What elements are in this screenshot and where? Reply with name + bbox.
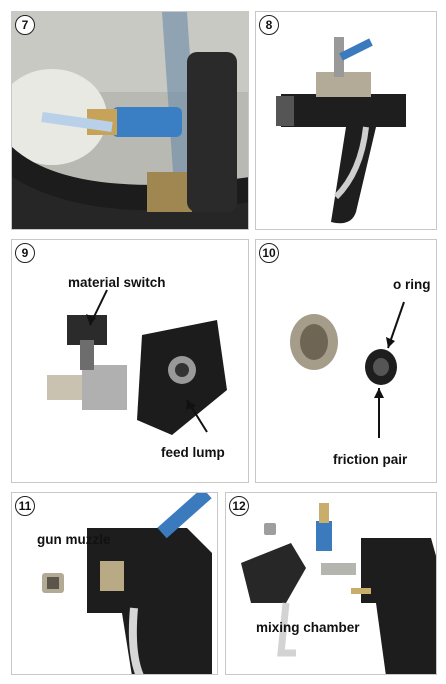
gun-muzzle-label: gun muzzle — [37, 532, 111, 547]
step-7-panel: 7 — [11, 11, 249, 230]
mixing-chamber-label: mixing chamber — [256, 620, 360, 635]
step-number-badge: 7 — [15, 15, 35, 35]
step-number-badge: 11 — [15, 496, 35, 516]
step-number-badge: 10 — [259, 243, 279, 263]
step-9-photo — [12, 240, 248, 482]
step-10-photo — [256, 240, 436, 482]
feed-lump-label: feed lump — [161, 445, 225, 460]
step-number-badge: 12 — [229, 496, 249, 516]
o-ring-label: o ring — [393, 277, 431, 292]
step-number-badge: 8 — [259, 15, 279, 35]
step-8-panel: 8 — [255, 11, 437, 230]
step-11-photo — [12, 493, 217, 674]
step-11-panel: 11 gun muzzle — [11, 492, 218, 675]
step-7-photo — [12, 12, 248, 229]
step-12-photo — [226, 493, 436, 674]
step-10-panel: 10 o ring friction pair — [255, 239, 437, 483]
material-switch-label: material switch — [68, 275, 166, 290]
step-9-panel: 9 material switch feed lump — [11, 239, 249, 483]
friction-pair-label: friction pair — [333, 452, 408, 467]
step-number-badge: 9 — [15, 243, 35, 263]
step-8-photo — [256, 12, 436, 229]
step-12-panel: 12 mixing chamber — [225, 492, 437, 675]
